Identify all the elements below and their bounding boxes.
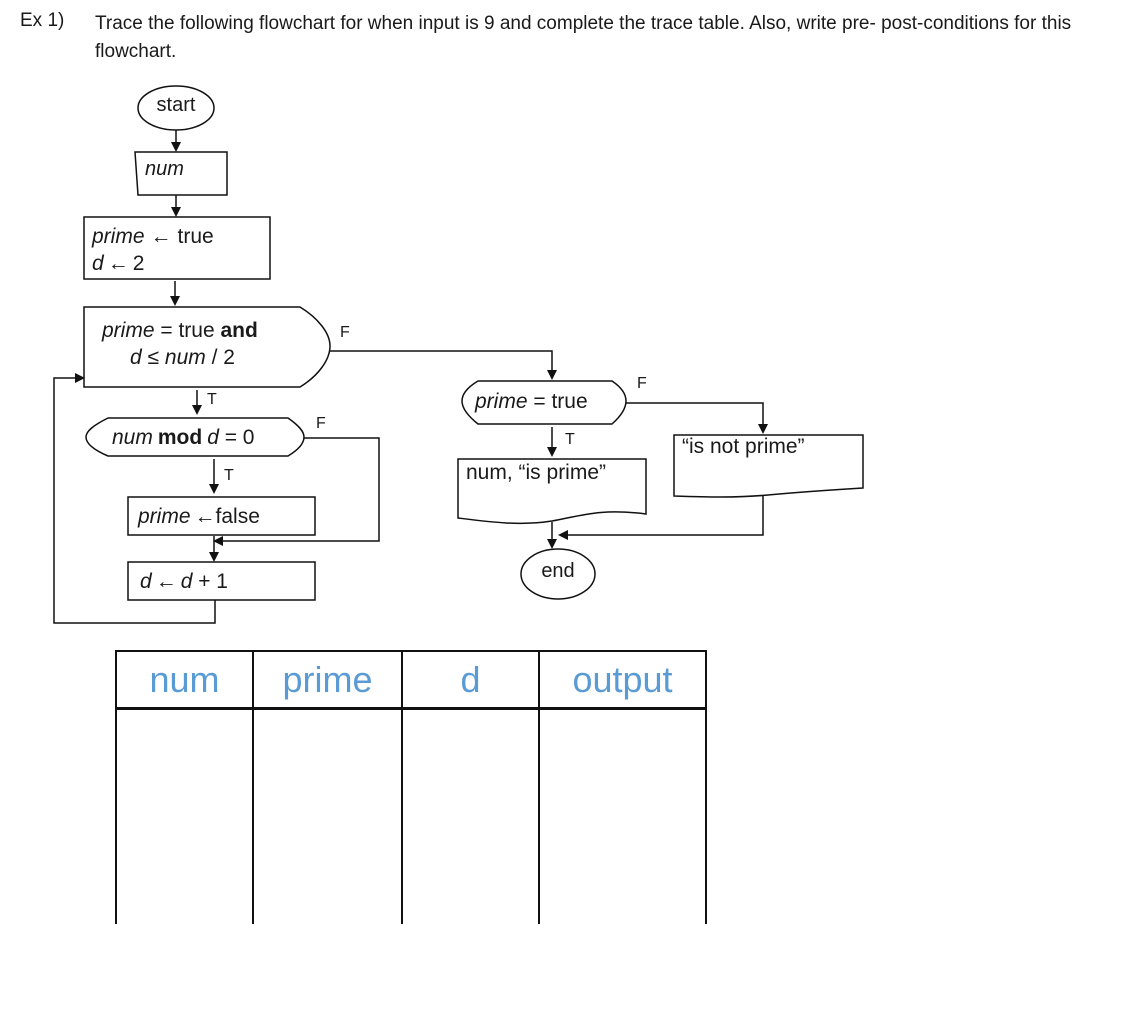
header-d: d <box>401 650 540 710</box>
loop-false-label: F <box>340 324 350 341</box>
trace-table: num prime d output <box>115 650 707 924</box>
mod-false-label: F <box>316 415 326 432</box>
init-line-d: d←2 <box>92 252 144 275</box>
trace-table-header-row: num prime d output <box>115 650 707 710</box>
prime-check-false-edge <box>626 402 768 434</box>
output-not-prime-box <box>673 434 864 498</box>
mod-true-label: T <box>224 467 234 484</box>
set-prime-false-label: prime←false <box>137 505 260 528</box>
init-line-prime: prime←true <box>91 225 214 248</box>
cell-num[interactable] <box>115 708 254 924</box>
increment-d-label: d←d + 1 <box>140 570 228 593</box>
header-output: output <box>538 650 707 710</box>
loop-condition-line2: d ≤ num / 2 <box>130 346 235 369</box>
input-box <box>134 151 228 196</box>
start-label: start <box>157 94 196 116</box>
output-is-prime-label: num, “is prime” <box>466 461 606 484</box>
prime-check-true-label: T <box>565 431 575 448</box>
not-prime-to-end-edge <box>558 496 764 540</box>
cell-d[interactable] <box>401 708 540 924</box>
loop-condition-decision <box>83 306 331 388</box>
loop-false-edge <box>330 350 557 380</box>
end-terminal <box>520 548 596 600</box>
loop-condition-line1: prime = true and <box>101 319 258 342</box>
loop-true-label: T <box>207 391 217 408</box>
prime-check-false-label: F <box>637 375 647 392</box>
exercise-number: Ex 1) <box>20 10 65 31</box>
cell-output[interactable] <box>538 708 707 924</box>
prime-check-condition: prime = true <box>474 390 588 413</box>
output-is-prime-box <box>457 458 647 525</box>
set-prime-false-box <box>127 496 316 536</box>
header-num: num <box>115 650 254 710</box>
header-prime: prime <box>252 650 403 710</box>
trace-table-row <box>115 708 707 924</box>
prime-check-decision <box>461 380 627 425</box>
increment-d-box <box>127 561 316 601</box>
mod-decision <box>85 417 305 457</box>
loop-back-edge <box>53 373 216 624</box>
input-label: num <box>145 158 184 180</box>
end-label: end <box>541 560 574 582</box>
mod-false-edge <box>213 437 380 546</box>
init-process-box <box>83 216 271 280</box>
output-not-prime-label: “is not prime” <box>682 435 805 458</box>
cell-prime[interactable] <box>252 708 403 924</box>
flowchart: start num prime←true d←2 prime = true an… <box>53 85 864 624</box>
exercise-prompt: Trace the following flowchart for when i… <box>95 13 1072 62</box>
